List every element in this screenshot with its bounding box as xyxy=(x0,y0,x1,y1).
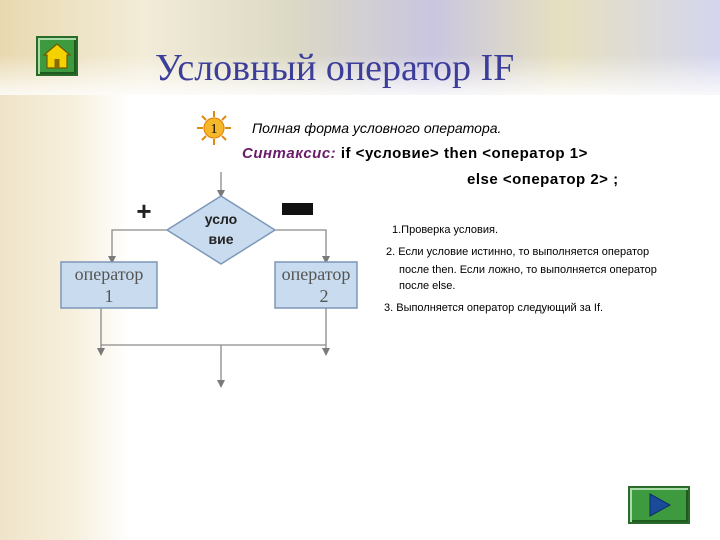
right-branch-line xyxy=(273,229,330,264)
slide-title: Условный оператор IF xyxy=(155,47,515,89)
condition-label-line2: вие xyxy=(209,231,234,247)
full-form-caption: Полная форма условного оператора. xyxy=(252,120,502,136)
condition-diamond xyxy=(165,195,277,265)
syntax-line: Синтаксис: if <условие> then <оператор 1… xyxy=(242,145,588,162)
step-number-sun-icon: 1 xyxy=(197,111,231,145)
operator1-box xyxy=(60,261,158,309)
house-icon xyxy=(42,43,72,69)
left-branch-line xyxy=(108,229,169,264)
step-1-text: 1.Проверка условия. xyxy=(392,224,499,236)
step-3-text: 3. Выполняется оператор следующий за If. xyxy=(384,302,604,314)
syntax-label: Синтаксис: xyxy=(242,145,337,162)
background-top-fade xyxy=(0,55,720,95)
syntax-text: if <условие> then <оператор 1> xyxy=(336,145,588,162)
play-arrow-icon xyxy=(649,493,672,517)
else-line: else <оператор 2> ; xyxy=(467,171,619,188)
plus-branch-label: + xyxy=(136,196,151,226)
step-2-text-line2: после then. Если ложно, то выполняется о… xyxy=(399,264,657,276)
home-button[interactable] xyxy=(36,36,78,76)
step-number: 1 xyxy=(211,122,218,137)
minus-branch-label xyxy=(282,203,313,215)
operator1-label-line1: оператор xyxy=(75,264,144,284)
step-2-text-line1: 2. Если условие истинно, то выполняется … xyxy=(386,246,650,258)
operator2-label-line2: 2 xyxy=(320,286,329,306)
operator2-label-line1: оператор xyxy=(282,264,351,284)
operator2-box xyxy=(274,261,358,309)
next-slide-button[interactable] xyxy=(628,486,690,524)
condition-label-line1: усло xyxy=(205,211,237,227)
operator1-label-line2: 1 xyxy=(105,286,114,306)
step-2-text-line3: после else. xyxy=(399,280,456,292)
